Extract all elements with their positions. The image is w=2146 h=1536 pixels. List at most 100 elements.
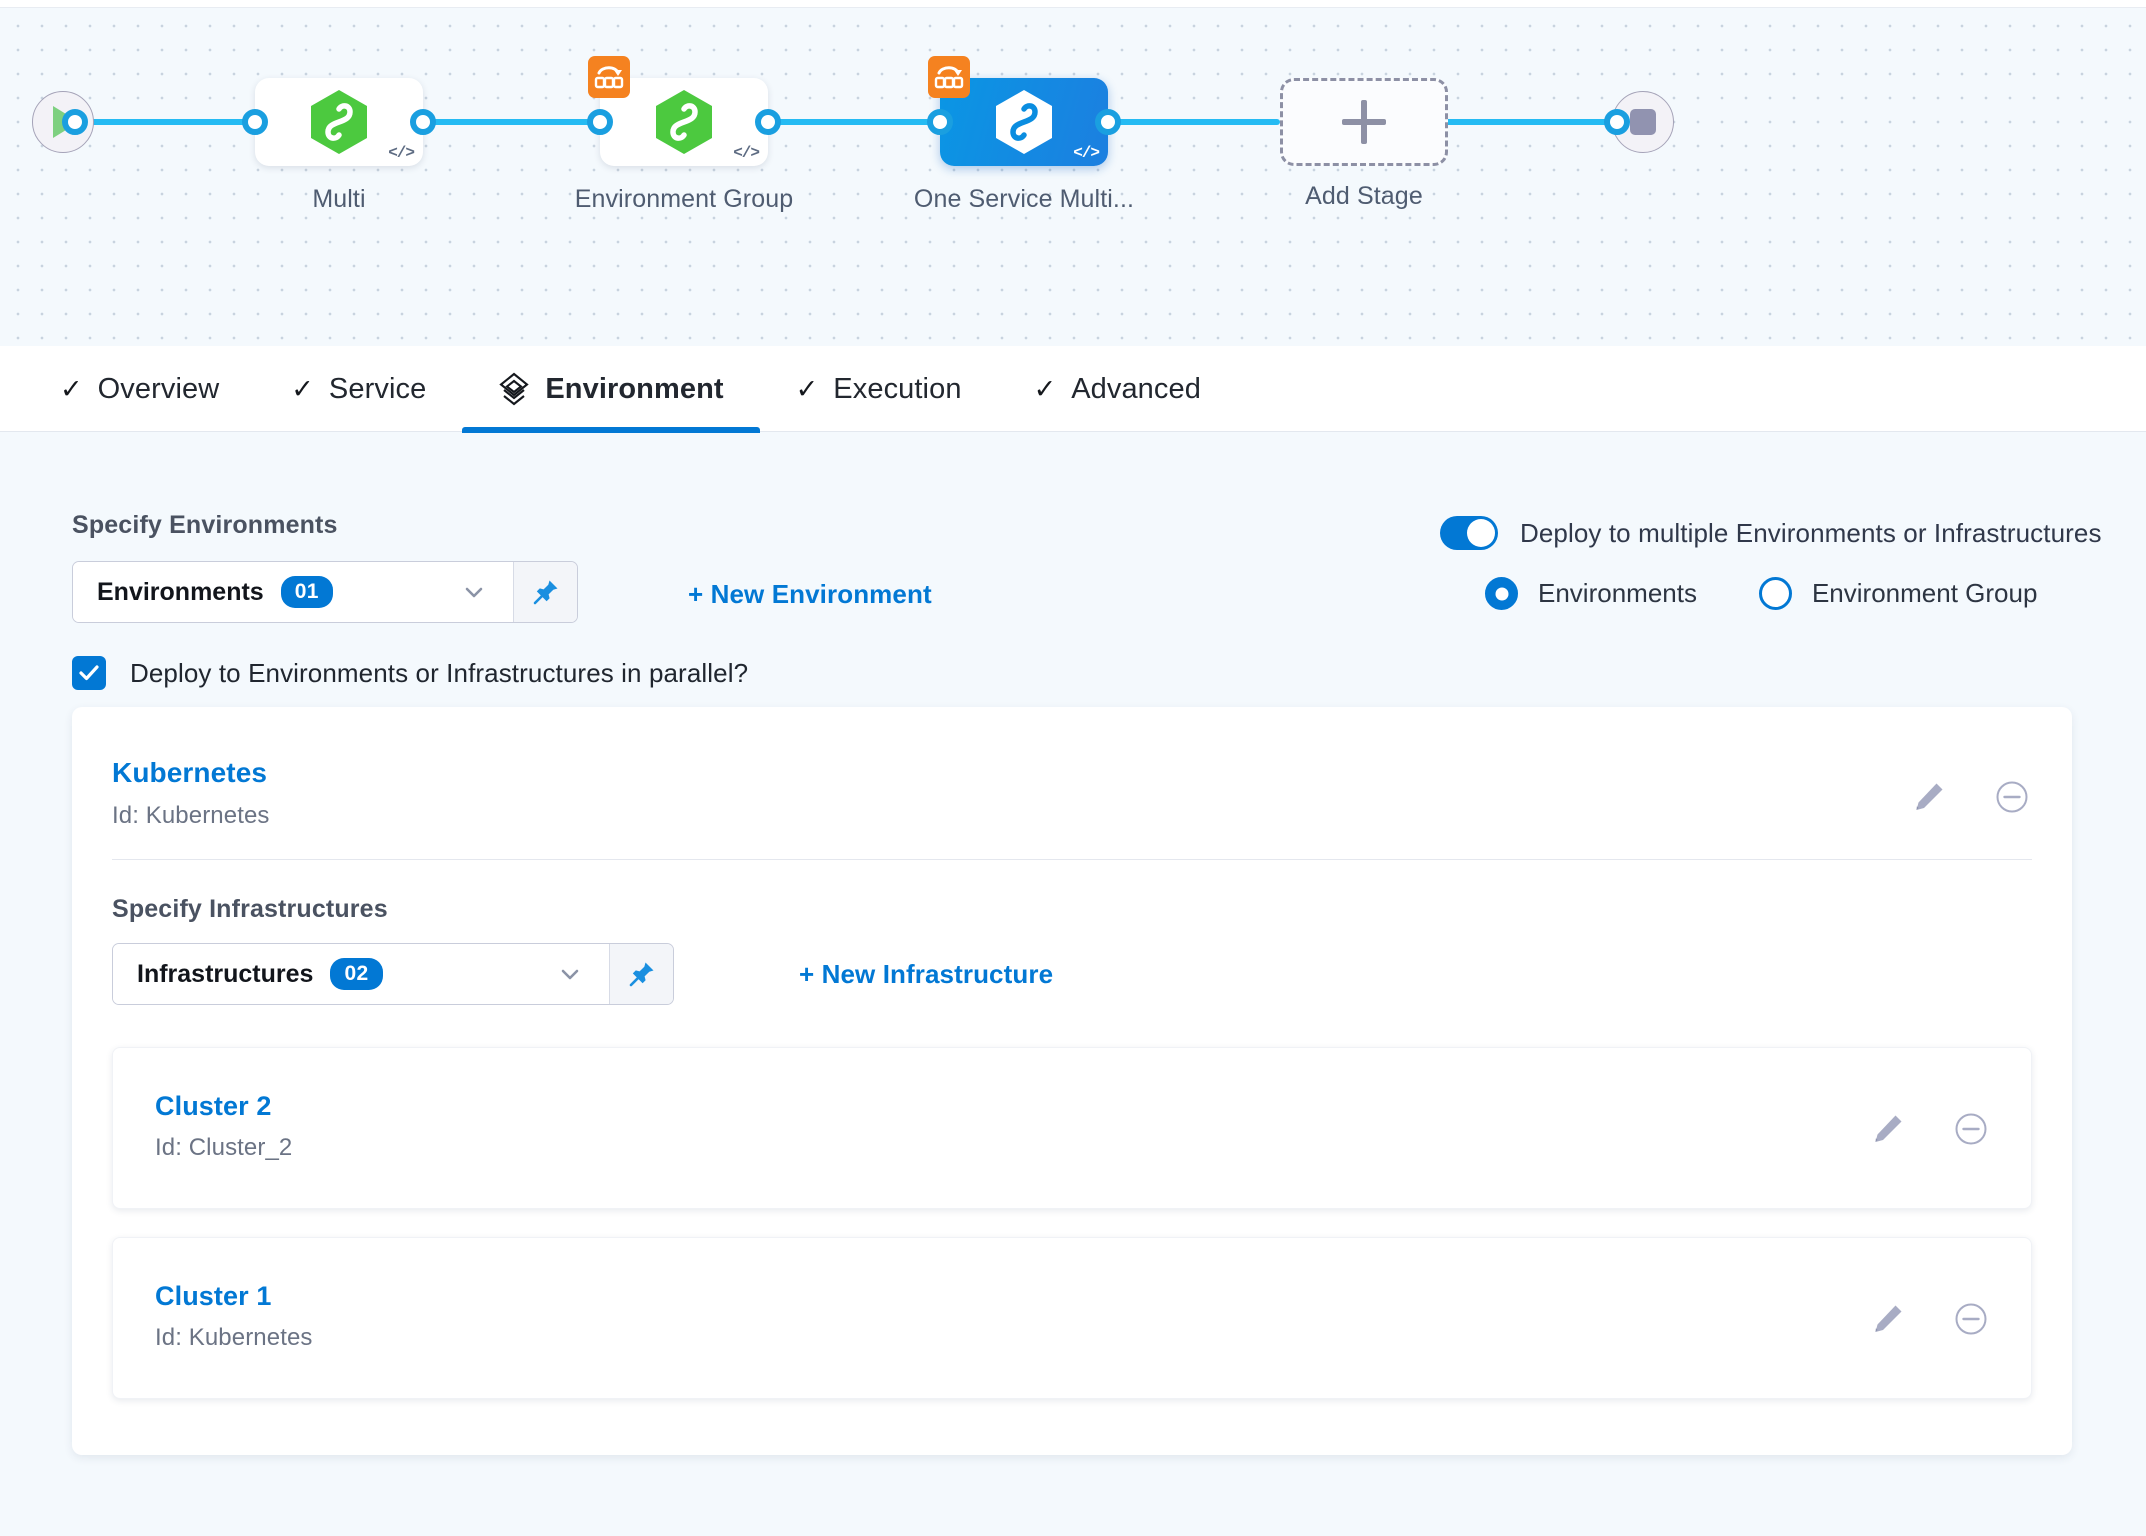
minus-circle-icon <box>1953 1111 1989 1147</box>
tab-service[interactable]: ✓ Service <box>255 346 462 432</box>
tab-advanced-label: Advanced <box>1071 372 1201 405</box>
stage-node-environment-group[interactable]: </> <box>588 56 768 166</box>
new-infrastructure-link[interactable]: + New Infrastructure <box>799 959 1054 989</box>
connector-dot-n1-in[interactable] <box>242 109 268 135</box>
add-stage-button[interactable] <box>1280 78 1448 166</box>
tab-execution-label: Execution <box>833 372 962 405</box>
top-strip <box>0 0 2146 8</box>
pencil-icon <box>1871 1302 1905 1336</box>
wire-add-to-end <box>1432 119 1617 125</box>
deploy-multiple-toggle-label: Deploy to multiple Environments or Infra… <box>1520 517 2102 548</box>
infrastructures-select-value: Infrastructures <box>137 959 314 988</box>
tab-advanced[interactable]: ✓ Advanced <box>998 346 1237 432</box>
infrastructures-count-badge: 02 <box>330 957 383 991</box>
environment-mode-radio-group[interactable]: Environments Environment Group <box>1485 577 2037 610</box>
environment-card-kubernetes: Kubernetes Id: Kubernetes <box>72 707 2072 1455</box>
stage-node-one-service-multi-label: One Service Multi... <box>913 185 1135 213</box>
infrastructures-select-field[interactable]: Infrastructures 02 <box>113 944 609 1004</box>
remove-infrastructure-button[interactable] <box>1953 1111 1989 1147</box>
pin-environments-button[interactable] <box>513 562 577 622</box>
environments-select[interactable]: Environments 01 <box>72 561 578 623</box>
connector-dot-n1-out[interactable] <box>410 109 436 135</box>
harness-hex-icon <box>993 88 1055 156</box>
environment-card-divider <box>112 859 2032 860</box>
wire-n2-to-n3 <box>760 119 950 125</box>
parallel-deploy-checkbox[interactable] <box>72 656 106 690</box>
infrastructure-title[interactable]: Cluster 1 <box>155 1281 272 1311</box>
specify-infrastructures-label: Specify Infrastructures <box>112 895 388 923</box>
radio-environments[interactable] <box>1485 577 1518 610</box>
plus-icon-vertical <box>1361 100 1367 144</box>
check-icon: ✓ <box>291 373 314 404</box>
connector-dot-n3-out[interactable] <box>1095 109 1121 135</box>
code-icon[interactable]: </> <box>388 144 415 162</box>
deploy-multiple-toggle-row[interactable]: Deploy to multiple Environments or Infra… <box>1440 516 2102 550</box>
tab-service-label: Service <box>328 372 427 405</box>
infrastructure-title[interactable]: Cluster 2 <box>155 1091 272 1121</box>
minus-circle-icon <box>1953 1301 1989 1337</box>
remove-infrastructure-button[interactable] <box>1953 1301 1989 1337</box>
check-icon: ✓ <box>795 373 819 404</box>
chevron-down-icon[interactable] <box>557 961 587 987</box>
pipeline-canvas[interactable]: </> Multi </> <box>0 8 2146 346</box>
pin-icon <box>627 959 657 989</box>
code-icon[interactable]: </> <box>733 144 760 162</box>
rollback-stage-badge-icon <box>928 56 970 98</box>
check-icon: ✓ <box>60 373 83 404</box>
tab-environment-label: Environment <box>545 372 724 405</box>
radio-environments-label: Environments <box>1538 578 1697 608</box>
stage-node-multi[interactable]: </> <box>255 78 423 166</box>
edit-infrastructure-button[interactable] <box>1871 1302 1905 1336</box>
environment-layers-icon <box>498 372 530 406</box>
code-icon[interactable]: </> <box>1073 144 1100 162</box>
minus-circle-icon <box>1994 779 2030 815</box>
specify-environments-label: Specify Environments <box>72 511 338 539</box>
wire-n1-to-n2 <box>420 119 638 125</box>
harness-hex-icon <box>653 88 715 156</box>
tab-overview[interactable]: ✓ Overview <box>24 346 255 432</box>
wire-start-to-n1 <box>62 119 268 125</box>
environments-select-field[interactable]: Environments 01 <box>73 562 513 622</box>
pin-infrastructures-button[interactable] <box>609 944 673 1004</box>
stage-node-one-service-multi[interactable]: </> <box>928 56 1108 166</box>
environment-card-subtitle: Id: Kubernetes <box>112 802 270 829</box>
infrastructure-card-cluster-2: Cluster 2 Id: Cluster_2 <box>112 1047 2032 1209</box>
environments-select-value: Environments <box>97 577 264 606</box>
connector-dot-end[interactable] <box>1604 109 1630 135</box>
new-environment-link[interactable]: + New Environment <box>688 579 932 609</box>
check-icon: ✓ <box>1033 373 1057 404</box>
pencil-icon <box>1871 1112 1905 1146</box>
radio-environment-group[interactable] <box>1758 577 1792 610</box>
wire-n3-to-add <box>1110 119 1280 125</box>
rollback-stage-badge-icon <box>588 56 630 98</box>
stage-node-environment-group-label: Environment Group <box>574 185 794 213</box>
tab-active-underline <box>462 427 760 433</box>
chevron-down-icon[interactable] <box>461 579 491 605</box>
connector-dot-n2-in[interactable] <box>587 109 613 135</box>
radio-environment-group-label: Environment Group <box>1811 578 2038 608</box>
tab-overview-label: Overview <box>97 372 220 405</box>
harness-hex-icon <box>308 88 370 156</box>
connector-dot-start[interactable] <box>62 109 88 135</box>
environments-count-badge: 01 <box>280 575 333 609</box>
infrastructure-card-cluster-1: Cluster 1 Id: Kubernetes <box>112 1237 2032 1399</box>
environment-card-title[interactable]: Kubernetes <box>112 757 268 788</box>
infrastructures-select[interactable]: Infrastructures 02 <box>112 943 674 1005</box>
remove-environment-button[interactable] <box>1994 779 2030 815</box>
stage-node-multi-label: Multi <box>312 185 366 213</box>
environment-tab-body: Specify Environments Environments 01 + N… <box>0 433 2146 1536</box>
deploy-multiple-toggle[interactable] <box>1440 516 1498 550</box>
edit-environment-button[interactable] <box>1912 780 1946 814</box>
connector-dot-n3-in[interactable] <box>927 109 953 135</box>
tab-environment[interactable]: Environment <box>462 346 760 433</box>
pencil-icon <box>1912 780 1946 814</box>
tab-execution[interactable]: ✓ Execution <box>760 346 998 432</box>
pin-icon <box>531 577 561 607</box>
connector-dot-n2-out[interactable] <box>755 109 781 135</box>
toggle-knob <box>1467 519 1495 547</box>
stage-tab-bar: ✓ Overview ✓ Service Environment ✓ Execu… <box>0 346 2146 433</box>
parallel-deploy-checkbox-row[interactable]: Deploy to Environments or Infrastructure… <box>72 656 748 690</box>
parallel-deploy-checkbox-label: Deploy to Environments or Infrastructure… <box>130 657 749 688</box>
edit-infrastructure-button[interactable] <box>1871 1112 1905 1146</box>
